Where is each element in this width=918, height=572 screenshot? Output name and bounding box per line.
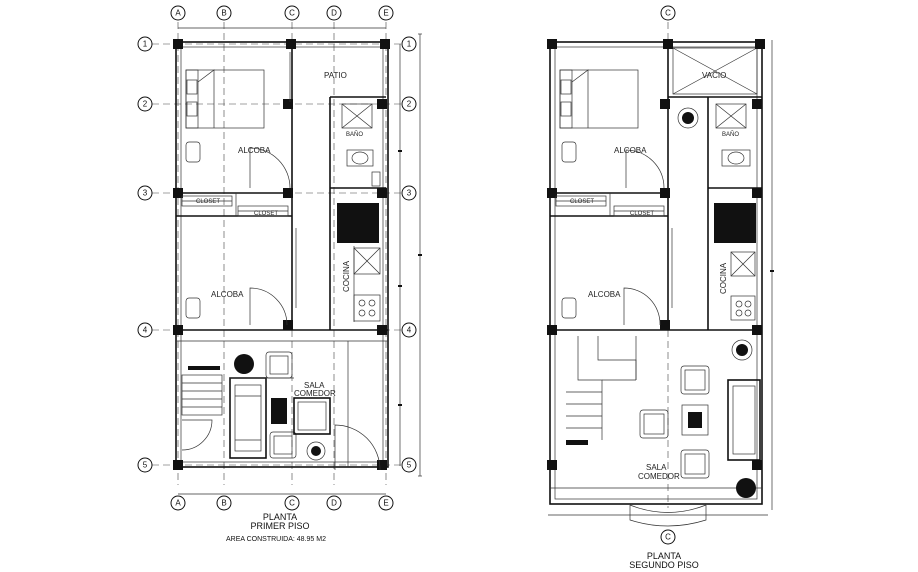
room-label-cocina-2: COCINA <box>719 262 728 294</box>
room-label-comedor-2: COMEDOR <box>638 472 680 481</box>
axis-label-a-top: A <box>175 9 181 18</box>
columns-2 <box>547 39 765 470</box>
axis-label-c-top: C <box>289 9 295 18</box>
plant-2 <box>677 107 756 498</box>
room-label-alcoba-1: ALCOBA <box>238 146 271 155</box>
living-furniture <box>229 351 331 461</box>
room-label-alcoba-2: ALCOBA <box>211 290 244 299</box>
bed-2 <box>559 69 639 129</box>
room-label-sala: SALA <box>304 381 325 390</box>
plan-segundo-piso: C C <box>547 5 774 570</box>
doors-2 <box>623 149 707 527</box>
axis-bubbles-right: 1 2 3 4 5 <box>401 36 417 473</box>
room-label-sala-2: SALA <box>646 463 667 472</box>
chair <box>185 141 201 319</box>
closets-2 <box>555 195 665 217</box>
bathroom-fixtures <box>341 103 381 187</box>
room-label-comedor: COMEDOR <box>294 389 336 398</box>
axis-label-b-top: B <box>221 9 226 18</box>
stairs-2 <box>566 336 637 445</box>
axis-label-c-bottom: C <box>289 499 295 508</box>
axis-label-5-right: 5 <box>407 461 412 470</box>
axis-label-1-right: 1 <box>407 40 412 49</box>
room-label-vacio: VACIO <box>702 71 726 80</box>
kitchen-fixtures-2 <box>714 203 756 321</box>
axis-bubbles-top: A B C D E <box>170 5 394 21</box>
dimension-lines <box>178 27 422 495</box>
axis-label-b-bottom: B <box>221 499 226 508</box>
chair-2 <box>561 141 577 319</box>
plan-primer-piso: A B C D E A B C D E 1 2 3 4 5 1 2 3 4 <box>137 5 422 543</box>
room-label-alcoba-4: ALCOBA <box>588 290 621 299</box>
room-label-bano-2: BAÑO <box>722 131 739 138</box>
room-label-closet-2: CLOSET <box>254 211 278 217</box>
axis-label-5-left: 5 <box>143 461 148 470</box>
axis-label-c-top-2: C <box>665 9 671 18</box>
stairs <box>181 366 223 416</box>
doors <box>181 52 381 471</box>
bed <box>185 69 265 129</box>
vacio-void <box>672 47 758 95</box>
walls-2 <box>549 41 763 505</box>
caption-plan2-line1: PLANTA <box>647 551 681 561</box>
room-label-patio: PATIO <box>324 71 347 80</box>
caption-plan1-line1: PLANTA <box>263 512 297 522</box>
axis-label-c-bottom-2: C <box>665 533 671 542</box>
room-label-closet-1: CLOSET <box>196 199 220 205</box>
axis-label-3-right: 3 <box>407 189 412 198</box>
bathroom-fixtures-2 <box>715 103 751 167</box>
axis-bubbles-bottom: A B C D E <box>170 495 394 511</box>
axis-label-d-bottom: D <box>331 499 337 508</box>
axis-label-3-left: 3 <box>143 189 148 198</box>
axis-label-1-left: 1 <box>143 40 148 49</box>
closets <box>181 195 289 217</box>
kitchen-fixtures <box>337 203 381 322</box>
axis-label-4-left: 4 <box>143 326 148 335</box>
room-label-closet-4: CLOSET <box>630 211 654 217</box>
room-label-cocina: COCINA <box>342 260 351 292</box>
columns <box>173 39 390 470</box>
walls <box>175 41 389 468</box>
caption-plan1-line2: PRIMER PISO <box>250 521 309 531</box>
axis-label-e-top: E <box>383 9 388 18</box>
caption-plan1-line3: AREA CONSTRUIDA: 48.95 M2 <box>226 536 326 543</box>
axis-label-d-top: D <box>331 9 337 18</box>
axis-label-e-bottom: E <box>383 499 388 508</box>
axis-label-2-right: 2 <box>407 100 412 109</box>
axis-label-a-bottom: A <box>175 499 181 508</box>
axis-label-2-left: 2 <box>143 100 148 109</box>
axis-bubbles-left: 1 2 3 4 5 <box>137 36 153 473</box>
caption-plan2-line2: SEGUNDO PISO <box>629 560 699 570</box>
room-label-alcoba-3: ALCOBA <box>614 146 647 155</box>
dimension-lines-2 <box>548 40 774 516</box>
room-label-bano: BAÑO <box>346 131 363 138</box>
room-label-closet-3: CLOSET <box>570 199 594 205</box>
axis-label-4-right: 4 <box>407 326 412 335</box>
living-furniture-2 <box>639 365 761 479</box>
